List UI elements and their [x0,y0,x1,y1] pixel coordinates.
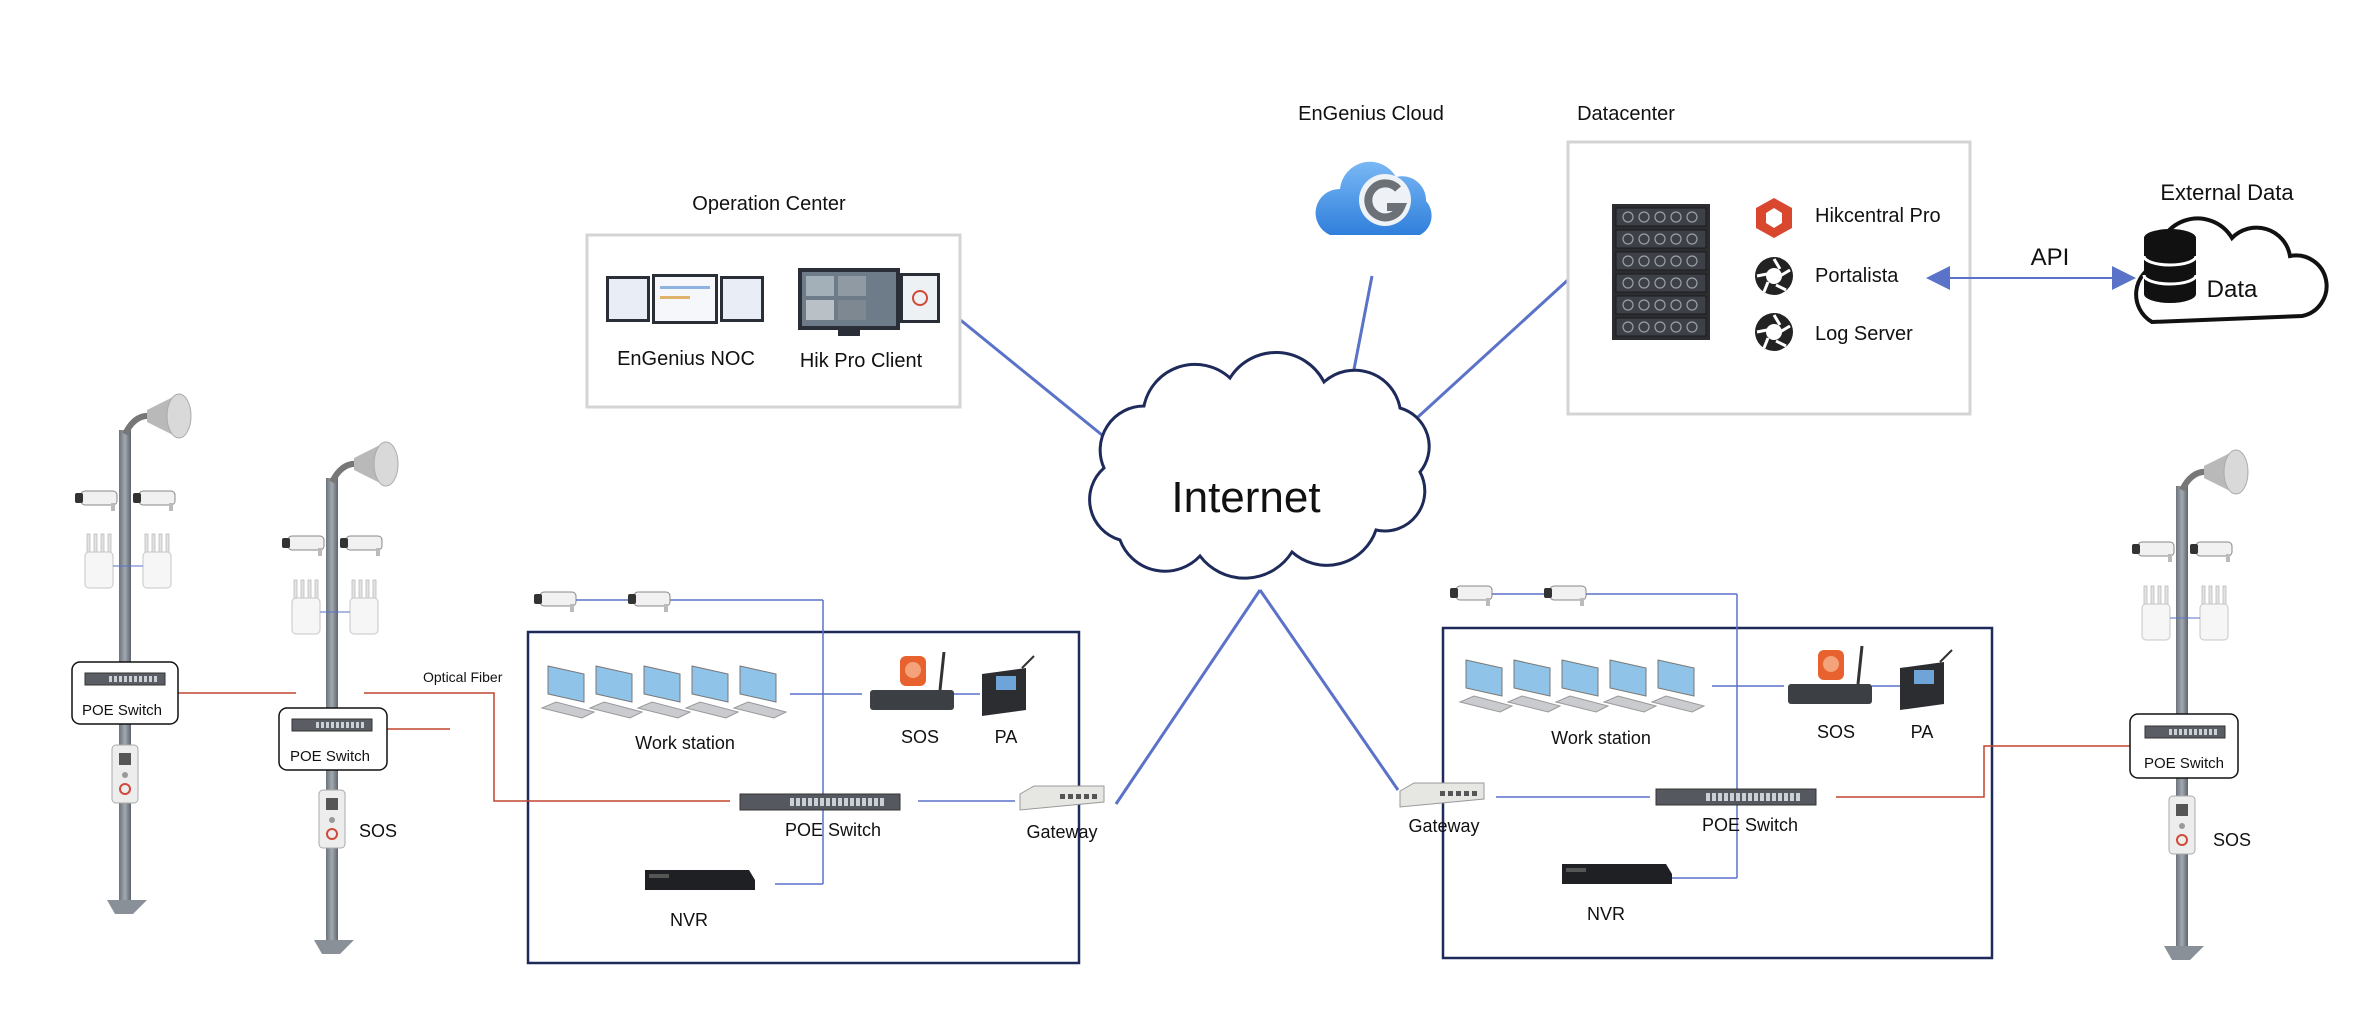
log-server-icon [1755,313,1793,351]
gateway-icon [1399,782,1485,808]
server-unit-icon [1615,229,1707,249]
pole2-switch-label: POE Switch [289,748,371,765]
right-nvr-label: NVR [1586,904,1626,924]
camera-icon [282,535,325,556]
server-rack-icon [1612,204,1710,340]
sos-callbox-icon [2168,795,2196,855]
speaker-horn-icon [2204,449,2249,495]
left-room-wiring [572,599,1015,885]
portalista-icon [1755,257,1793,295]
left-optical-fiber [178,692,730,802]
camera-icon [2190,541,2233,562]
poe-switch-icon [739,793,901,811]
engenius-cloud-icon [1315,161,1432,235]
sos-console-icon [870,651,954,710]
workstation-icon [1458,659,1706,713]
camera-icon [1450,585,1493,606]
server-unit-icon [1615,295,1707,315]
camera-icon [133,490,176,511]
nvr-icon [645,870,755,890]
camera-icon [75,490,118,511]
pole2-sos-label: SOS [359,821,398,841]
left-nvr-label: NVR [669,910,709,930]
link-operation-center [957,316,1119,450]
noc-monitors-icon [606,274,764,324]
access-point-icon [291,579,321,635]
poe-switch-icon [2144,725,2226,739]
data-label: Data [2206,276,2258,303]
camera-icon [628,591,671,612]
right-pa-label: PA [1910,722,1934,742]
operation-center-title: Operation Center [692,193,846,215]
sos-callbox-icon [111,744,139,804]
access-point-icon [2141,585,2171,641]
right-poe-switch-label: POE Switch [1701,815,1799,835]
right-room-wiring [1486,593,1900,879]
left-sos-label: SOS [900,727,940,747]
speaker-horn-icon [147,393,192,439]
engenius-noc-label: EnGenius NOC [617,348,755,370]
sos-console-icon [1788,645,1872,704]
portalista-label: Portalista [1815,265,1899,287]
access-point-icon [2199,585,2229,641]
pole3-switch-label: POE Switch [2143,755,2225,772]
server-units [1615,207,1707,337]
camera-icon [340,535,383,556]
pole-switches [84,672,2226,739]
internet-links [957,275,1572,805]
hikcentral-pro-label: Hikcentral Pro [1815,205,1941,227]
server-unit-icon [1615,251,1707,271]
pole3-sos-label: SOS [2213,830,2252,850]
right-sos-label: SOS [1816,722,1856,742]
camera-icon [2132,541,2175,562]
internet-label: Internet [1171,473,1321,522]
left-workstation-label: Work station [635,733,735,753]
room-devices [534,585,1953,890]
left-gateway-label: Gateway [1026,822,1098,842]
datacenter-title: Datacenter [1577,103,1675,125]
server-unit-icon [1615,273,1707,293]
hikcentral-icon [1756,198,1792,238]
camera-icon [534,591,577,612]
street-poles [75,393,2249,960]
access-point-icon [142,533,172,589]
camera-icon [1544,585,1587,606]
left-pa-label: PA [994,727,1018,747]
api-label: API [2030,244,2070,271]
speaker-horn-icon [354,441,399,487]
poe-switch-icon [291,718,373,732]
poe-switch-icon [84,672,166,686]
street-pole [282,441,399,954]
access-point-icon [84,533,114,589]
hik-client-monitor-icon [798,268,940,336]
optical-fiber-label: Optical Fiber [423,669,503,685]
link-right-gateway [1258,589,1400,791]
nvr-icon [1562,864,1672,884]
street-pole [2132,449,2249,960]
link-left-gateway [1114,589,1262,805]
right-gateway-label: Gateway [1408,816,1480,836]
link-datacenter [1393,276,1572,440]
gateway-icon [1019,785,1105,811]
pa-phone-icon [982,655,1035,716]
workstation-icon [540,665,788,719]
pole1-switch-label: POE Switch [81,702,163,719]
right-workstation-label: Work station [1551,728,1651,748]
right-optical-fiber [1836,745,2130,798]
server-unit-icon [1615,207,1707,227]
hik-pro-client-label: Hik Pro Client [799,350,923,372]
server-unit-icon [1615,317,1707,337]
engenius-cloud-title: EnGenius Cloud [1298,103,1444,125]
street-pole [75,393,192,914]
pa-phone-icon [1900,649,1953,710]
external-data-title: External Data [2160,180,2294,205]
database-icon [2142,229,2198,303]
sos-callbox-icon [318,789,346,849]
log-server-label: Log Server [1815,323,1913,345]
internet-cloud [1088,350,1431,580]
left-poe-switch-label: POE Switch [784,820,882,840]
access-point-icon [349,579,379,635]
poe-switch-icon [1655,788,1817,806]
